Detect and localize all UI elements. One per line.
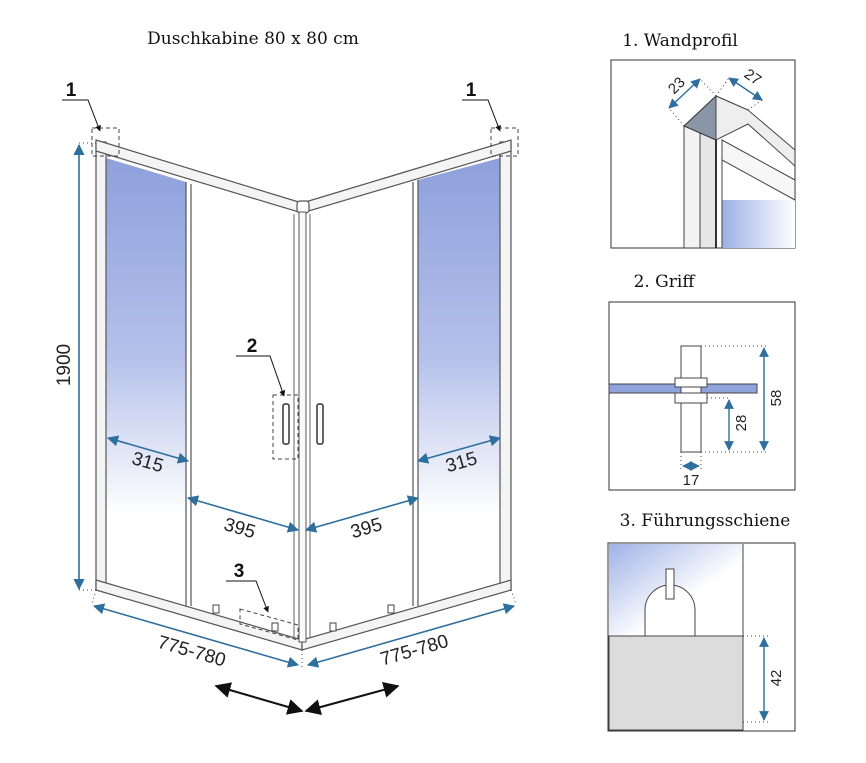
left-door-handle bbox=[282, 403, 290, 445]
door-right-dimension-label: 395 bbox=[348, 514, 384, 543]
detail-fuehrungsschiene-title: 3. Führungsschiene bbox=[620, 511, 791, 531]
callout-label-1-right: 1 bbox=[466, 80, 477, 101]
roller-foot bbox=[329, 622, 337, 632]
detail-wandprofil-panel bbox=[610, 59, 796, 249]
griff-dim-width: 17 bbox=[683, 472, 700, 489]
callout-label-3: 3 bbox=[234, 561, 245, 582]
left-wall-profile bbox=[95, 141, 107, 591]
bottom-rail-right bbox=[301, 579, 512, 651]
slide-left-arrow bbox=[214, 682, 304, 715]
callout-box-2 bbox=[272, 394, 299, 460]
callout-leader-2 bbox=[236, 355, 286, 397]
diagram-title: Duschkabine 80 x 80 cm bbox=[147, 29, 359, 49]
griff-dim-lower: 28 bbox=[733, 415, 750, 432]
left-fixed-glass bbox=[106, 158, 186, 605]
height-dimension-label: 1900 bbox=[54, 344, 75, 386]
callout-leader-1-right bbox=[462, 99, 501, 132]
callout-label-1-left: 1 bbox=[66, 80, 77, 101]
width-right-dimension-label: 775-780 bbox=[378, 631, 451, 670]
roller-foot bbox=[271, 622, 279, 632]
width-left-dimension-label: 775-780 bbox=[155, 632, 228, 671]
door-right-dimension-line bbox=[304, 495, 420, 533]
fixed-left-dimension-line bbox=[106, 435, 190, 464]
callout-leader-3 bbox=[226, 580, 269, 613]
right-wall-profile bbox=[499, 141, 512, 591]
corner-post bbox=[298, 211, 307, 643]
detail-fuehrungsschiene-panel bbox=[607, 542, 796, 732]
callout-label-2: 2 bbox=[247, 336, 258, 357]
shower-cabin bbox=[91, 127, 519, 651]
detail-wandprofil-title: 1. Wandprofil bbox=[622, 31, 738, 51]
griff-dim-height: 58 bbox=[768, 390, 785, 407]
fixed-right-dimension-line bbox=[416, 435, 502, 464]
roller-foot bbox=[387, 604, 395, 614]
right-door-handle bbox=[316, 403, 324, 445]
callout-leader-1-left bbox=[62, 99, 101, 132]
width-left-dimension-line bbox=[92, 603, 300, 668]
door-left-dimension-label: 395 bbox=[221, 514, 257, 543]
roller-foot bbox=[212, 604, 220, 614]
detail-griff-panel bbox=[608, 301, 796, 491]
door-left-dimension-line bbox=[186, 495, 300, 533]
wandprofil-dim-b: 27 bbox=[741, 66, 764, 89]
corner-cap bbox=[296, 200, 310, 214]
detail-griff-title: 2. Griff bbox=[634, 272, 697, 292]
slide-right-arrow bbox=[304, 682, 400, 715]
right-fixed-glass bbox=[418, 158, 500, 605]
width-right-dimension-line bbox=[306, 603, 516, 668]
extension-line bbox=[510, 589, 517, 605]
fuehrungsschiene-dim-height: 42 bbox=[768, 670, 785, 687]
extension-line bbox=[91, 589, 97, 605]
